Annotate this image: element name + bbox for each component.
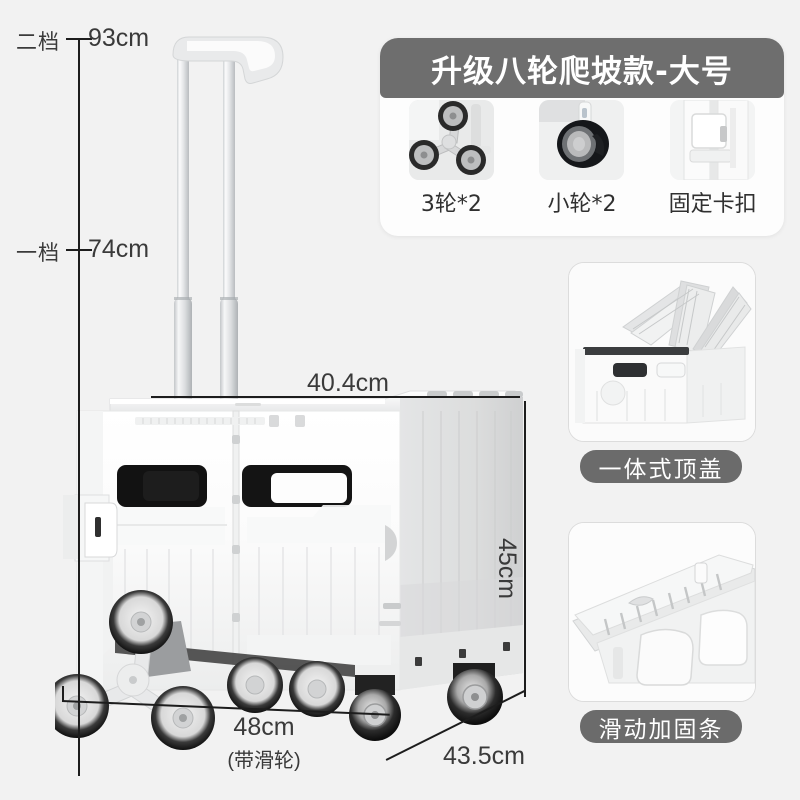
dimension-label-depth: 43.5cm (443, 742, 525, 770)
tri-wheel-cluster-icon (408, 100, 494, 180)
dimension-line-right-height (524, 401, 526, 692)
info-panel-reinforce-bar[interactable]: 滑动加固条 (568, 522, 756, 743)
info-panel-lid-badge: 一体式顶盖 (580, 450, 742, 483)
feature-thumb-label-buckle: 固定卡扣 (668, 192, 757, 217)
feature-thumbnail-list: 3轮*2 小轮*2 (380, 100, 784, 232)
gauge-stage-label-1: 一档 (16, 242, 60, 265)
feature-card: 升级八轮爬坡款-大号 (380, 38, 784, 236)
gauge-tick-stage2 (66, 38, 92, 40)
small-caster-wheel-icon (539, 100, 625, 180)
info-panel-reinforce-bar-image (568, 522, 756, 702)
dimension-label-bottom-width: 48cm (233, 713, 295, 741)
feature-thumb-small-wheel[interactable]: 小轮*2 (528, 100, 636, 218)
dimension-note-bottom-width: (带滑轮) (227, 750, 301, 772)
gauge-vertical-line (78, 38, 80, 776)
info-panel-reinforce-bar-badge: 滑动加固条 (580, 710, 742, 743)
gauge-value-93: 93cm (88, 24, 150, 52)
feature-thumb-label-small-wheel: 小轮*2 (547, 192, 617, 217)
feature-card-header: 升级八轮爬坡款-大号 (380, 38, 784, 98)
feature-thumb-tri-wheel[interactable]: 3轮*2 (397, 100, 505, 218)
gauge-stage-label-2: 二档 (16, 31, 60, 54)
dimension-cap-depth (524, 675, 526, 697)
gauge-value-74: 74cm (88, 235, 150, 263)
dimension-label-top-width: 40.4cm (307, 369, 389, 397)
info-panel-lid-image (568, 262, 756, 442)
info-panel-lid[interactable]: 一体式顶盖 (568, 262, 756, 483)
feature-thumb-label-tri-wheel: 3轮*2 (420, 192, 482, 217)
dimension-line-top-width (151, 396, 520, 398)
dimension-label-right-height: 45cm (493, 538, 521, 600)
fixed-buckle-icon (670, 100, 756, 180)
gauge-tick-stage1 (66, 249, 92, 251)
dimension-cap-bottom-width (62, 686, 64, 702)
feature-card-title: 升级八轮爬坡款-大号 (431, 53, 733, 90)
feature-thumb-buckle[interactable]: 固定卡扣 (659, 100, 767, 218)
